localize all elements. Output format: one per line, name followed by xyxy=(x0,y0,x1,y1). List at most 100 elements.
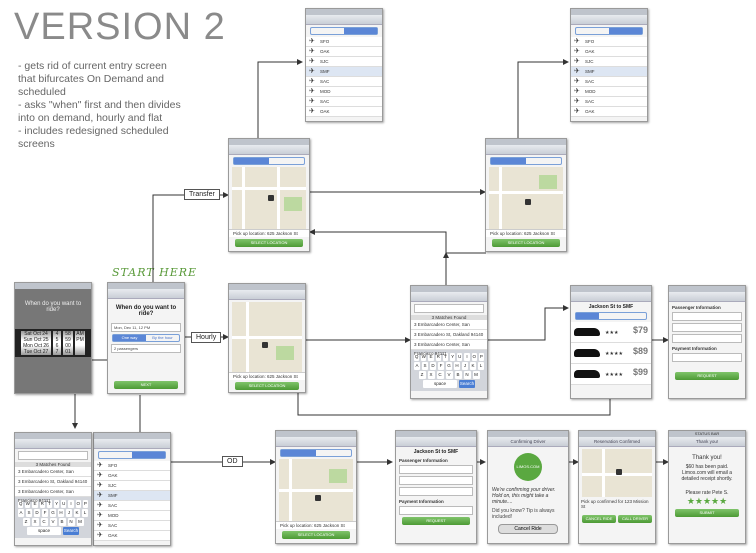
phone-field[interactable] xyxy=(399,476,473,485)
location-segment[interactable] xyxy=(310,27,378,35)
phone-field[interactable] xyxy=(672,323,742,332)
keyboard[interactable]: QWERTYUIOPASDFGHJKLZXCVBNMspaceSearch xyxy=(411,350,487,391)
cancel-ride-button[interactable]: CANCEL RIDE xyxy=(582,515,616,523)
key[interactable]: G xyxy=(446,362,452,370)
key[interactable]: C xyxy=(436,371,444,379)
key[interactable]: W xyxy=(25,500,31,508)
key[interactable]: V xyxy=(445,371,453,379)
airport-row[interactable]: ✈SFO xyxy=(571,37,647,47)
name-field[interactable] xyxy=(672,312,742,321)
airport-row[interactable]: ✈SMF xyxy=(571,67,647,77)
key[interactable]: T xyxy=(46,500,52,508)
tab-one-way[interactable]: One way xyxy=(113,335,146,341)
key[interactable]: A xyxy=(414,362,420,370)
airport-row[interactable]: ✈SJC xyxy=(571,57,647,67)
key[interactable]: Z xyxy=(418,371,426,379)
key[interactable]: J xyxy=(462,362,468,370)
request-button[interactable]: REQUEST xyxy=(675,372,739,380)
map-view[interactable] xyxy=(232,302,302,372)
key[interactable]: A xyxy=(18,509,24,517)
cancel-ride-button[interactable]: Cancel Ride xyxy=(498,524,558,534)
location-segment[interactable] xyxy=(490,157,562,165)
result-row[interactable]: 3 Embarcadero St, Oakland 94140 xyxy=(15,477,91,487)
rating-stars[interactable]: ★★★★★ xyxy=(686,496,728,506)
key[interactable]: Q xyxy=(17,500,24,508)
airport-row[interactable]: ✈SAC xyxy=(306,97,382,107)
location-segment[interactable] xyxy=(575,27,643,35)
key[interactable]: D xyxy=(34,509,40,517)
airport-row[interactable]: ✈MOD xyxy=(571,87,647,97)
key[interactable]: U xyxy=(457,353,463,361)
car-option[interactable]: ★★★★$89 xyxy=(571,343,651,364)
location-segment[interactable] xyxy=(233,157,305,165)
key[interactable]: O xyxy=(75,500,81,508)
key[interactable]: S xyxy=(26,509,32,517)
airport-row[interactable]: ✈MOD xyxy=(94,511,170,521)
result-row[interactable]: 3 Embarcadero Center, San Francisco 9411… xyxy=(15,467,91,483)
airport-row[interactable]: ✈SAC xyxy=(94,521,170,531)
key[interactable]: Y xyxy=(54,500,60,508)
airport-row[interactable]: ✈OAK xyxy=(94,531,170,541)
space-key[interactable]: space xyxy=(27,527,61,535)
result-row[interactable]: 3 Embarcadero Center, San Francisco 9411… xyxy=(15,487,91,503)
next-button[interactable]: NEXT xyxy=(114,381,178,389)
email-field[interactable] xyxy=(399,487,473,496)
key[interactable]: F xyxy=(42,509,48,517)
airport-row[interactable]: ✈SAC xyxy=(571,77,647,87)
tab-by-hour[interactable]: By the hour xyxy=(152,335,173,340)
result-row[interactable]: 3 Embarcadero Center, San Francisco 9411… xyxy=(411,340,487,356)
key[interactable]: D xyxy=(430,362,436,370)
search-key[interactable]: Search xyxy=(63,527,79,535)
key[interactable]: U xyxy=(61,500,67,508)
airport-row[interactable]: ✈SFO xyxy=(94,461,170,471)
select-location-button[interactable]: SELECT LOCATION xyxy=(235,382,299,390)
select-location-button[interactable]: SELECT LOCATION xyxy=(282,531,350,539)
key[interactable]: T xyxy=(442,353,448,361)
passengers-stepper[interactable]: 2 passengers xyxy=(111,344,181,353)
key[interactable]: L xyxy=(478,362,484,370)
key[interactable]: M xyxy=(472,371,480,379)
map-view[interactable] xyxy=(232,167,306,229)
key[interactable]: W xyxy=(421,353,427,361)
request-button[interactable]: REQUEST xyxy=(402,517,470,525)
key[interactable]: Z xyxy=(22,518,30,526)
submit-button[interactable]: SUBMIT xyxy=(675,509,739,517)
airport-row[interactable]: ✈SAC xyxy=(571,97,647,107)
key[interactable]: X xyxy=(427,371,435,379)
airport-row[interactable]: ✈OAK xyxy=(571,47,647,57)
result-row[interactable]: 3 Embarcadero Center, San Francisco 9411… xyxy=(411,320,487,336)
airport-row[interactable]: ✈SJC xyxy=(94,481,170,491)
date-field[interactable]: Mon, Dec 11, 12 PM xyxy=(111,323,181,332)
key[interactable]: P xyxy=(82,500,89,508)
key[interactable]: Q xyxy=(413,353,420,361)
key[interactable]: O xyxy=(471,353,477,361)
search-key[interactable]: Search xyxy=(459,380,475,388)
key[interactable]: V xyxy=(49,518,57,526)
space-key[interactable]: space xyxy=(423,380,457,388)
key[interactable]: J xyxy=(66,509,72,517)
key[interactable]: N xyxy=(463,371,471,379)
key[interactable]: S xyxy=(422,362,428,370)
card-field[interactable] xyxy=(399,506,473,515)
airport-row[interactable]: ✈OAK xyxy=(306,47,382,57)
location-segment[interactable] xyxy=(98,451,166,459)
key[interactable]: K xyxy=(74,509,80,517)
key[interactable]: B xyxy=(454,371,462,379)
key[interactable]: Y xyxy=(450,353,456,361)
key[interactable]: H xyxy=(58,509,64,517)
airport-row[interactable]: ✈SAC xyxy=(94,501,170,511)
key[interactable]: C xyxy=(40,518,48,526)
key[interactable]: I xyxy=(464,353,470,361)
key[interactable]: E xyxy=(32,500,38,508)
select-location-button[interactable]: SELECT LOCATION xyxy=(492,239,560,247)
airport-row[interactable]: ✈SJC xyxy=(306,57,382,67)
airport-row[interactable]: ✈SMF xyxy=(94,491,170,501)
key[interactable]: X xyxy=(31,518,39,526)
location-segment[interactable] xyxy=(280,449,352,457)
date-picker[interactable]: Sat Oct 24 Sun Oct 25 Mon Oct 26 Tue Oct… xyxy=(15,329,91,357)
key[interactable]: E xyxy=(428,353,434,361)
car-option[interactable]: ★★★★$99 xyxy=(571,364,651,385)
car-type-segment[interactable] xyxy=(575,312,647,320)
map-view[interactable] xyxy=(582,449,652,497)
key[interactable]: B xyxy=(58,518,66,526)
